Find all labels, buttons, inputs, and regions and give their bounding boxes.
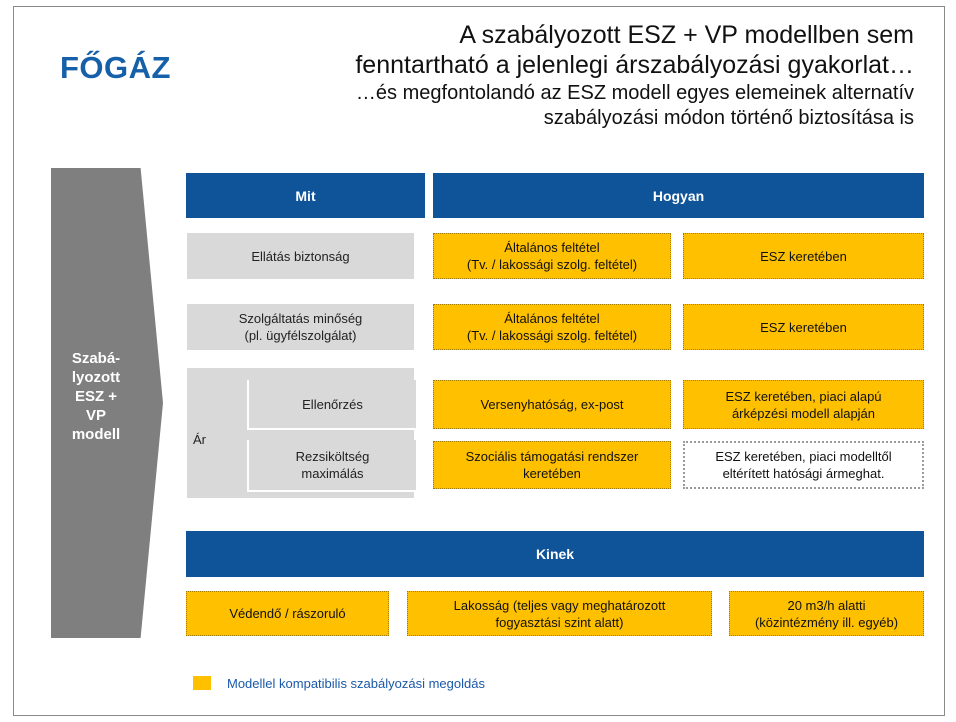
subtitle-line-2: szabályozási módon történő biztosítása i…: [543, 107, 914, 129]
header-hogyan: Hogyan: [433, 173, 924, 218]
title-line-1: A szabályozott ESZ + VP modellben sem: [459, 21, 914, 49]
box-line: Szolgáltatás minőség: [238, 311, 363, 326]
szolgaltatas-hogyan-general: Általános feltétel (Tv. / lakossági szol…: [433, 304, 671, 350]
subtitle-line-1: …és megfontolandó az ESZ modell egyes el…: [355, 82, 914, 104]
legend-text: Modellel kompatibilis szabályozási megol…: [227, 676, 485, 691]
box-line: maximálás: [301, 466, 364, 481]
box-line: (közintézmény ill. egyéb): [754, 614, 899, 630]
side-label-line: ESZ +: [74, 388, 118, 405]
box-line: ESZ keretében, piaci alapú: [725, 388, 882, 404]
slide-title: A szabályozott ESZ + VP modellben sem fe…: [194, 20, 914, 130]
box-line: keretében: [523, 466, 581, 481]
side-arrow-shape: [51, 168, 163, 638]
box-line: (Tv. / lakossági szolg. feltétel): [466, 257, 638, 272]
fogaz-logo: FŐGÁZ: [60, 50, 171, 85]
header-kinek: Kinek: [186, 531, 924, 577]
side-label-line: modell: [71, 426, 121, 443]
box-line: Rezsiköltség: [295, 449, 370, 464]
row-ar-label: Ár: [193, 432, 206, 447]
legend-swatch: [193, 676, 211, 690]
box-line: (pl. ügyfélszolgálat): [244, 328, 357, 343]
kinek-vedendo: Védendő / rászoruló: [186, 591, 389, 636]
box-line: Általános feltétel: [504, 311, 600, 326]
side-label-line: lyozott: [71, 369, 121, 386]
ar-ellenorzes-esz: ESZ keretében, piaci alapú árképzési mod…: [683, 380, 924, 429]
ar-rezsi-esz-hatosagi: ESZ keretében, piaci modelltől eltérítet…: [683, 441, 924, 489]
szolgaltatas-hogyan-esz: ESZ keretében: [683, 304, 924, 350]
box-line: eltérített hatósági ármeghat.: [722, 466, 885, 481]
ar-ellenorzes-versenyhatosag: Versenyhatóság, ex-post: [433, 380, 671, 429]
header-mit: Mit: [186, 173, 425, 218]
title-line-2: fenntartható a jelenlegi árszabályozási …: [355, 51, 914, 79]
row-szolgaltatas-label: Szolgáltatás minőség (pl. ügyfélszolgála…: [187, 304, 414, 350]
side-label-line: VP: [85, 407, 106, 424]
side-label-line: Szabá-: [71, 350, 121, 367]
ellatas-hogyan-esz: ESZ keretében: [683, 233, 924, 279]
box-line: (Tv. / lakossági szolg. feltétel): [466, 328, 638, 343]
kinek-lakossag: Lakosság (teljes vagy meghatározott fogy…: [407, 591, 712, 636]
ellatas-hogyan-general: Általános feltétel (Tv. / lakossági szol…: [433, 233, 671, 279]
side-arrow-label: Szabá- lyozott ESZ + VP modell: [51, 349, 141, 444]
row-ellatas-label: Ellátás biztonság: [187, 233, 414, 279]
box-line: ESZ keretében, piaci modelltől: [715, 449, 892, 464]
box-line: 20 m3/h alatti: [787, 597, 866, 613]
box-line: Szociális támogatási rendszer: [465, 449, 639, 464]
box-line: Általános feltétel: [504, 240, 600, 255]
ar-ellenorzes-label: Ellenőrzés: [247, 380, 416, 430]
box-line: Lakosság (teljes vagy meghatározott: [453, 597, 666, 613]
box-line: árképzési modell alapján: [731, 405, 876, 421]
ar-rezsi-label: Rezsiköltség maximálás: [247, 440, 416, 492]
kinek-20m3h: 20 m3/h alatti (közintézmény ill. egyéb): [729, 591, 924, 636]
box-line: fogyasztási szint alatt): [495, 614, 624, 630]
ar-rezsi-szocialis: Szociális támogatási rendszer keretében: [433, 441, 671, 489]
